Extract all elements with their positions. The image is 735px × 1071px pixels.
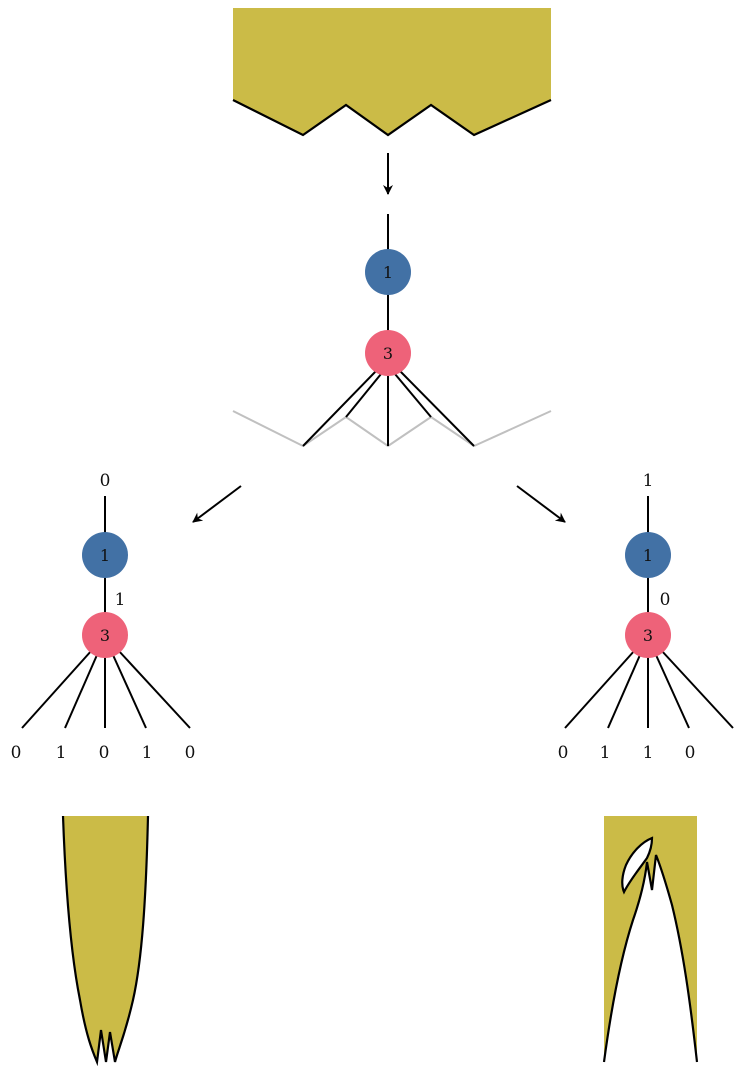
right-tree-child-node-label: 3 — [643, 626, 653, 645]
left-tree-child-node-label: 3 — [100, 626, 110, 645]
bottom-left-region — [61, 815, 150, 1067]
right-tree-child-node — [625, 612, 671, 658]
left-tree-leaf-edge — [112, 654, 147, 729]
bottom-right-region-boundary — [602, 854, 699, 1063]
bottom-right-hole — [621, 836, 654, 895]
left-tree-leaf-edge — [117, 649, 191, 729]
right-tree-leaf-edge — [655, 654, 690, 729]
left-tree-leaf-value: 0 — [99, 743, 110, 763]
top-tree: 1 3 — [232, 214, 552, 448]
right-tree-root-node — [625, 532, 671, 578]
right-tree-leaf-value: 1 — [643, 743, 654, 763]
arrow-down-left-icon — [192, 485, 242, 523]
right-tree-leaf-edge — [607, 654, 641, 729]
right-tree-leaf-edge — [564, 649, 636, 729]
right-tree: 1 3 1 0 0 1 1 0 1 — [558, 471, 735, 763]
right-tree-top-value: 1 — [643, 471, 654, 491]
top-tree-leaf-edge — [345, 373, 382, 418]
left-tree-leaf-value: 0 — [11, 743, 22, 763]
left-tree-leaf-value: 1 — [142, 743, 153, 763]
top-tree-root-node-label: 1 — [383, 263, 393, 282]
left-tree: 1 3 0 1 0 1 0 1 0 — [11, 471, 196, 763]
left-tree-root-node-label: 1 — [100, 546, 110, 565]
arrow-down-right-icon — [516, 485, 566, 523]
left-tree-top-value: 0 — [100, 471, 111, 491]
left-tree-child-node — [82, 612, 128, 658]
left-tree-leaf-value: 1 — [56, 743, 67, 763]
left-tree-middle-edge-value: 1 — [115, 590, 126, 610]
right-tree-leaf-value: 1 — [600, 743, 611, 763]
grid-boundary-line — [232, 410, 552, 448]
top-tree-leaf-edge — [398, 369, 475, 447]
left-tree-root-node — [82, 532, 128, 578]
right-tree-leaf-value: 0 — [685, 743, 696, 763]
top-tree-child-node-label: 3 — [383, 344, 393, 363]
bottom-left-region-fill — [63, 816, 148, 1062]
top-tree-child-node — [365, 330, 411, 376]
left-tree-leaf-edge — [64, 654, 98, 729]
right-tree-leaf-value: 0 — [558, 743, 569, 763]
right-tree-leaf-value: 1 — [733, 743, 735, 763]
left-tree-leaf-edge — [21, 649, 93, 729]
bottom-right-region — [602, 816, 699, 1063]
bottom-right-region-fill — [604, 816, 697, 1062]
right-tree-root-node-label: 1 — [643, 546, 653, 565]
top-tree-leaf-edge — [302, 369, 378, 447]
top-tree-root-node — [365, 249, 411, 295]
top-region-fill — [233, 8, 551, 135]
top-region-boundary — [232, 98, 552, 137]
top-region — [232, 8, 552, 137]
bottom-left-region-boundary — [61, 815, 150, 1067]
right-tree-middle-edge-value: 0 — [660, 590, 671, 610]
right-tree-leaf-edge — [660, 649, 734, 729]
left-tree-leaf-value: 0 — [185, 743, 196, 763]
top-tree-leaf-edge — [394, 373, 432, 418]
